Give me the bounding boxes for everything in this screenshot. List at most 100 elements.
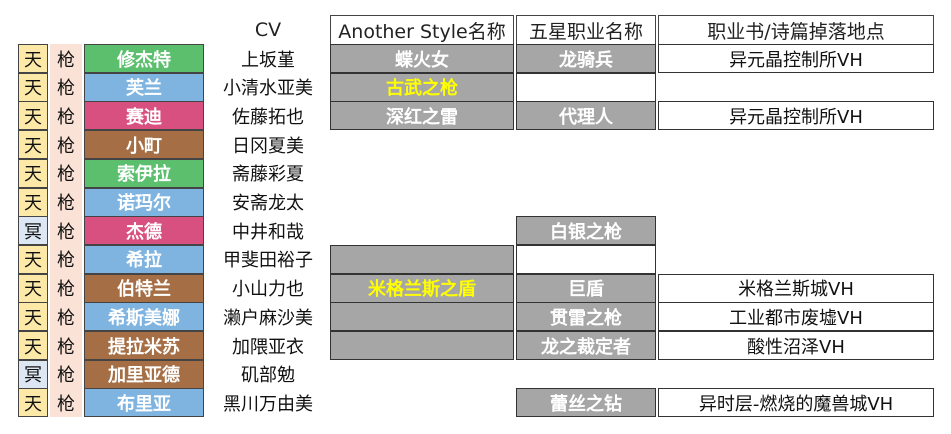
header-another-style: Another Style名称 — [330, 15, 514, 45]
voice-actor: 安斋龙太 — [232, 193, 304, 214]
header-drop-location: 职业书/诗篇掉落地点 — [658, 15, 934, 45]
another-style-name — [330, 130, 514, 159]
voice-actor: 加隈亚衣 — [232, 336, 304, 358]
voice-actor: 濑户麻沙美 — [223, 307, 313, 329]
character-name: 加里亚德 — [84, 359, 204, 389]
another-style-name — [330, 331, 514, 360]
drop-location: 酸性沼泽VH — [658, 331, 934, 360]
character-name: 希拉 — [84, 244, 204, 274]
five-star-class — [516, 130, 656, 159]
drop-location — [658, 159, 934, 188]
realm-tag: 冥 — [18, 359, 48, 389]
drop-location — [658, 130, 934, 159]
five-star-class — [516, 159, 656, 188]
drop-location — [658, 216, 934, 245]
table-row: 天枪伯特兰 小山力也 米格兰斯之盾巨盾米格兰斯城VH — [0, 273, 951, 303]
five-star-class: 龙骑兵 — [516, 44, 656, 73]
another-style-name: 米格兰斯之盾 — [330, 273, 514, 303]
weapon-type: 枪 — [50, 72, 82, 102]
drop-location — [658, 360, 934, 389]
table-row: 冥枪杰德中井和哉白银之枪 — [0, 216, 951, 246]
weapon-type: 枪 — [50, 331, 82, 360]
drop-location: 米格兰斯城VH — [658, 273, 934, 303]
drop-location: 异时层-燃烧的魔兽城VH — [658, 388, 934, 418]
another-style-name: 深红之雷 — [330, 101, 514, 131]
voice-actor: 小清水亚美 — [223, 78, 313, 100]
five-star-class — [516, 72, 656, 102]
character-name: 芙兰 — [84, 72, 204, 102]
character-name: 修杰特 — [84, 44, 204, 73]
table-row: 天枪修杰特上坂堇蝶火女龙骑兵异元晶控制所VH — [0, 44, 951, 73]
five-star-class: 龙之裁定者 — [516, 331, 656, 360]
voice-actor: 黑川万由美 — [223, 393, 313, 415]
table-row: 天枪提拉米苏加隈亚衣龙之裁定者酸性沼泽VH — [0, 331, 951, 360]
header-cv: CV — [254, 19, 282, 41]
voice-actor: 矶部勉 — [241, 365, 295, 387]
drop-location: 异元晶控制所VH — [658, 101, 934, 131]
another-style-name — [330, 159, 514, 188]
another-style-name: 古武之枪 — [330, 72, 514, 102]
table-row: 冥枪加里亚德 矶部勉 — [0, 359, 951, 389]
character-name: 伯特兰 — [84, 273, 204, 303]
another-style-name — [330, 302, 514, 332]
character-name: 希斯美娜 — [84, 302, 204, 332]
character-name: 杰德 — [84, 216, 204, 246]
drop-location: 工业都市废墟VH — [658, 302, 934, 332]
table-row: 天枪希拉甲斐田裕子 — [0, 244, 951, 274]
five-star-class: 蕾丝之钻 — [516, 388, 656, 418]
drop-location — [658, 245, 934, 274]
table-row: 天枪诺玛尔安斋龙太 — [0, 187, 951, 217]
realm-tag: 天 — [18, 130, 48, 160]
another-style-name — [330, 188, 514, 217]
weapon-type: 枪 — [50, 187, 82, 217]
drop-location — [658, 73, 934, 102]
realm-tag: 天 — [18, 72, 48, 102]
five-star-class — [516, 244, 656, 274]
another-style-name — [330, 360, 514, 389]
weapon-type: 枪 — [50, 44, 82, 73]
character-name: 提拉米苏 — [84, 331, 204, 360]
weapon-type: 枪 — [50, 359, 82, 389]
voice-actor: 甲斐田裕子 — [223, 250, 313, 272]
table-row: 天枪希斯美娜濑户麻沙美 贯雷之枪工业都市废墟VH — [0, 302, 951, 332]
another-style-name — [330, 216, 514, 245]
voice-actor: 日冈夏美 — [232, 135, 304, 157]
voice-actor: 佐藤拓也 — [232, 106, 304, 128]
weapon-type: 枪 — [50, 302, 82, 332]
weapon-type: 枪 — [50, 158, 82, 188]
five-star-class: 贯雷之枪 — [516, 302, 656, 332]
realm-tag: 天 — [18, 44, 48, 73]
another-style-name — [330, 388, 514, 417]
voice-actor: 小山力也 — [232, 279, 304, 301]
table-row: 天枪芙兰小清水亚美古武之枪 — [0, 72, 951, 102]
character-name: 小町 — [84, 130, 204, 160]
table-row: 天枪赛迪佐藤拓也深红之雷代理人异元晶控制所VH — [0, 101, 951, 131]
weapon-type: 枪 — [50, 130, 82, 160]
realm-tag: 天 — [18, 302, 48, 332]
character-name: 赛迪 — [84, 101, 204, 131]
realm-tag: 天 — [18, 273, 48, 303]
table-row: 天枪索伊拉 斋藤彩夏 — [0, 158, 951, 188]
five-star-class: 代理人 — [516, 101, 656, 131]
five-star-class — [516, 188, 656, 217]
realm-tag: 天 — [18, 388, 48, 418]
character-name: 诺玛尔 — [84, 187, 204, 217]
drop-location: 异元晶控制所VH — [658, 44, 934, 73]
realm-tag: 天 — [18, 158, 48, 188]
character-name: 布里亚 — [84, 388, 204, 418]
weapon-type: 枪 — [50, 273, 82, 303]
table-row: 天枪小町 日冈夏美 — [0, 130, 951, 160]
character-name: 索伊拉 — [84, 158, 204, 188]
another-style-name — [330, 244, 514, 274]
five-star-class: 白银之枪 — [516, 216, 656, 246]
realm-tag: 冥 — [18, 216, 48, 246]
realm-tag: 天 — [18, 101, 48, 131]
weapon-type: 枪 — [50, 216, 82, 246]
realm-tag: 天 — [18, 244, 48, 274]
table-row: 天枪布里亚黑川万由美 蕾丝之钻异时层-燃烧的魔兽城VH — [0, 388, 951, 418]
weapon-type: 枪 — [50, 388, 82, 418]
voice-actor: 上坂堇 — [241, 49, 295, 71]
five-star-class — [516, 360, 656, 389]
voice-actor: 斋藤彩夏 — [232, 164, 304, 186]
five-star-class: 巨盾 — [516, 273, 656, 303]
